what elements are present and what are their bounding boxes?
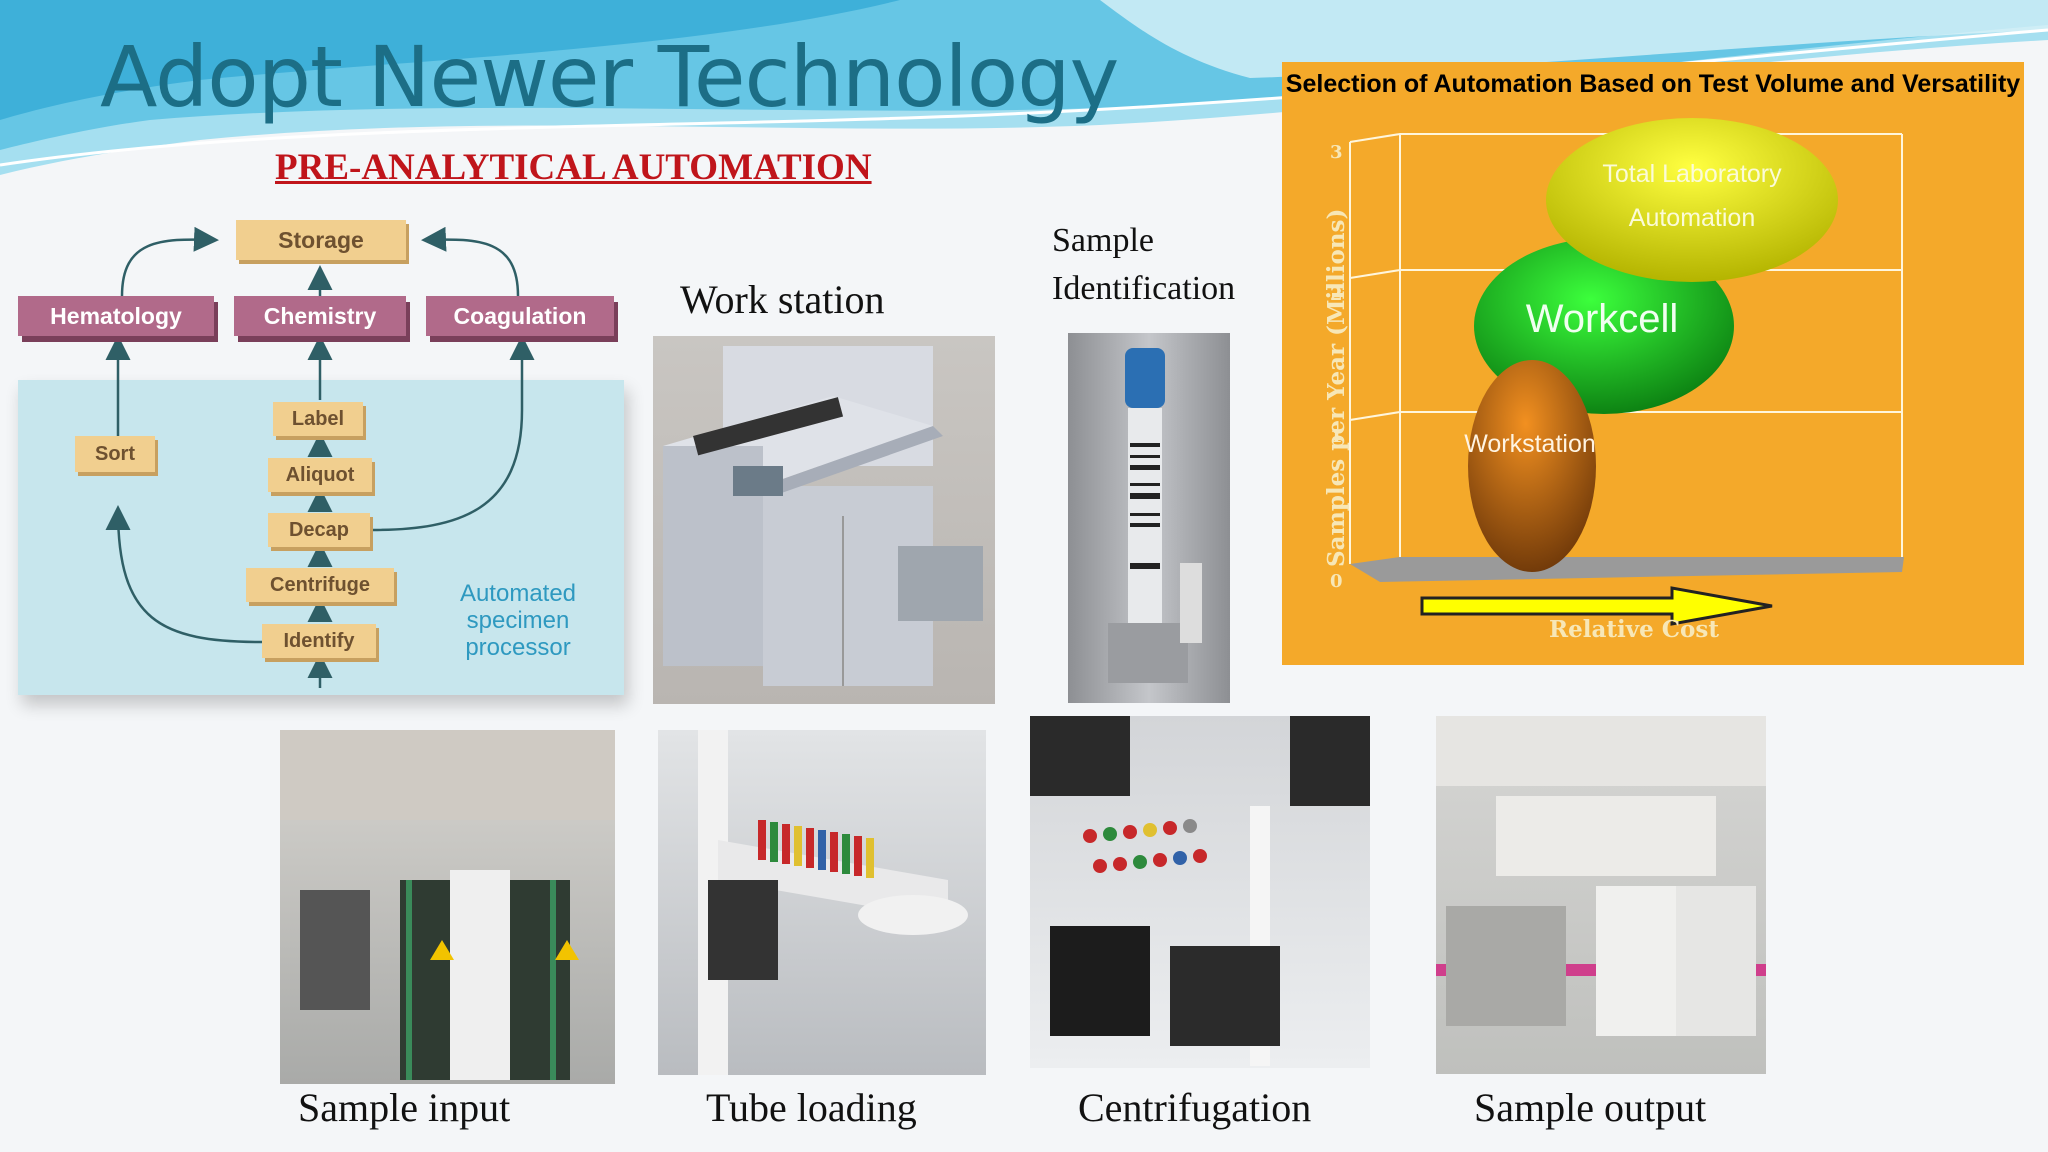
relative-cost-arrow (1420, 586, 1773, 626)
header-wave-background (0, 0, 2048, 175)
aliquot-step: Aliquot (268, 458, 372, 492)
sample-output-caption: Sample output (1474, 1085, 1707, 1130)
work-station-caption: Work station (680, 277, 885, 322)
bubble-total-laboratory-automation (1546, 118, 1838, 282)
specimen-processor-diagram: Storage Hematology Chemistry Coagulation… (0, 210, 640, 720)
storage-box: Storage (236, 220, 406, 260)
hematology-box: Hematology (18, 296, 214, 336)
centrifugation-photo (1030, 716, 1370, 1068)
centrifuge-step: Centrifuge (246, 568, 394, 602)
sort-box: Sort (75, 436, 155, 472)
slide-title: Adopt Newer Technology (100, 28, 1119, 126)
tube-loading-caption: Tube loading (706, 1085, 917, 1130)
automation-selection-chart: Selection of Automation Based on Test Vo… (1282, 62, 2024, 665)
y-tick-0: 0 (1330, 571, 1343, 592)
chart-title: Selection of Automation Based on Test Vo… (1285, 70, 2021, 98)
bubble-label-tla-line1: Total Laboratory (1602, 160, 1782, 188)
sample-output-photo (1436, 716, 1766, 1074)
sample-identification-caption-line2: Identification (1052, 270, 1236, 307)
decap-step: Decap (268, 513, 370, 547)
sample-input-photo (280, 730, 615, 1084)
flow-arrows (105, 226, 535, 688)
identify-step: Identify (262, 624, 376, 658)
label-step: Label (273, 402, 363, 436)
bubble-label-workcell: Workcell (1526, 297, 1679, 341)
centrifugation-caption: Centrifugation (1078, 1085, 1312, 1130)
y-tick-1: 1 (1330, 426, 1343, 447)
sample-input-caption: Sample input (298, 1085, 511, 1130)
work-station-photo (653, 336, 995, 704)
bubble-workstation (1468, 360, 1596, 572)
bubble-label-workstation: Workstation (1464, 430, 1596, 458)
y-axis-label: Samples per Year (Millions) (1323, 209, 1350, 567)
chart-plot-area: 0 1 2 3 Samples per Year (Millions) Tota… (1323, 118, 1904, 643)
y-tick-3: 3 (1330, 142, 1343, 163)
bubble-label-tla-line2: Automation (1629, 204, 1755, 232)
sample-tube-photo (1068, 333, 1230, 703)
x-axis-label: Relative Cost (1549, 616, 1719, 643)
chemistry-box: Chemistry (234, 296, 406, 336)
tube-loading-photo (658, 730, 986, 1075)
y-tick-2: 2 (1330, 284, 1343, 305)
automated-processor-label: Automated specimen processor (459, 580, 577, 661)
sample-identification-caption-line1: Sample (1052, 222, 1154, 259)
section-subtitle: PRE-ANALYTICAL AUTOMATION (275, 147, 872, 188)
coagulation-box: Coagulation (426, 296, 614, 336)
